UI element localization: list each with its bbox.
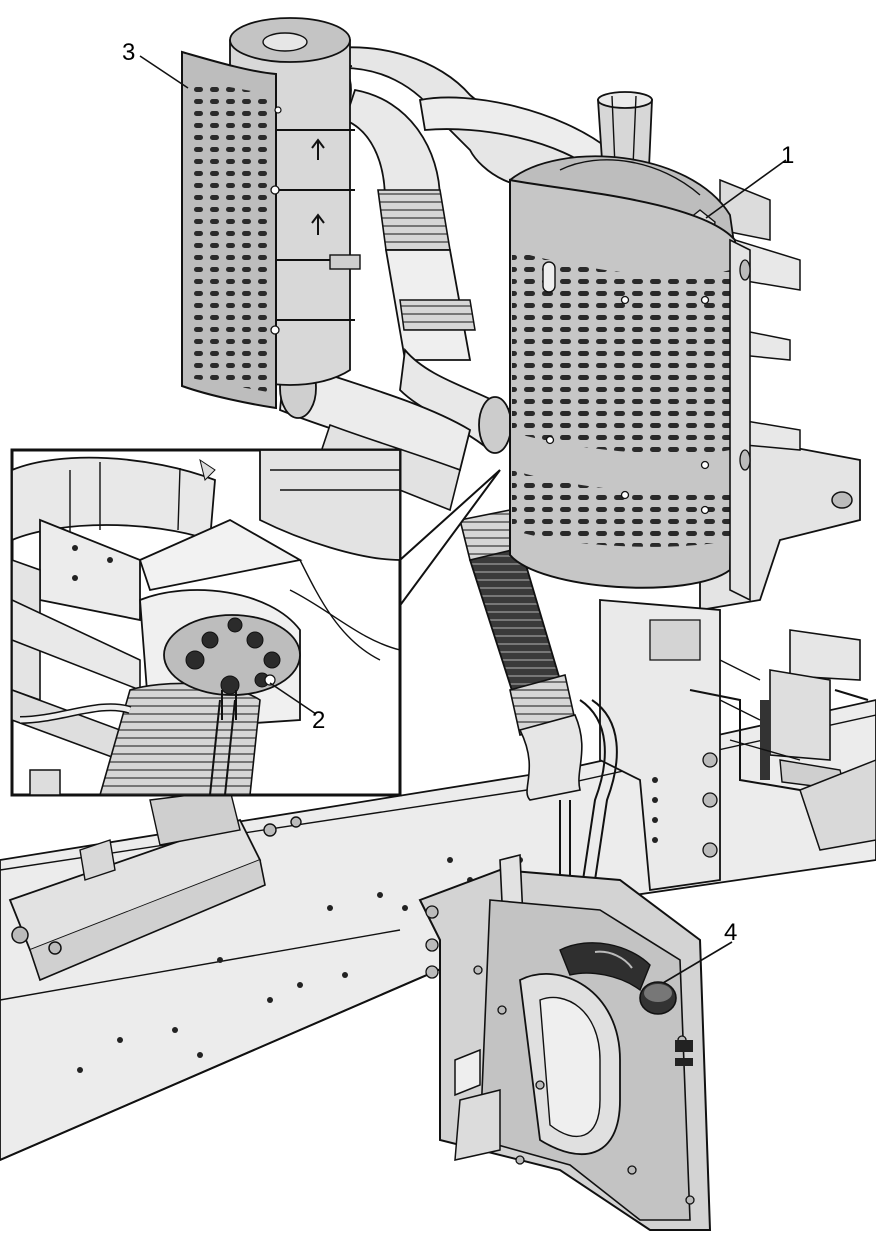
callout-3: 3	[122, 39, 189, 89]
cross-member-left	[8, 789, 302, 982]
scr-muffler	[509, 91, 751, 602]
fluid-lines	[559, 689, 801, 901]
callout-1: 1	[705, 142, 794, 219]
callout-label-4: 4	[724, 919, 737, 946]
callout-4: 4	[662, 919, 737, 984]
callout-label-1: 1	[781, 142, 794, 169]
callout-label-3: 3	[122, 39, 135, 66]
dpf-canister	[181, 17, 361, 410]
def-tank-module	[418, 853, 712, 1231]
callout-2: 2	[269, 682, 325, 734]
inset-detail	[10, 448, 501, 797]
intake-pipe-upper	[279, 46, 612, 801]
callout-label-2: 2	[312, 707, 325, 734]
